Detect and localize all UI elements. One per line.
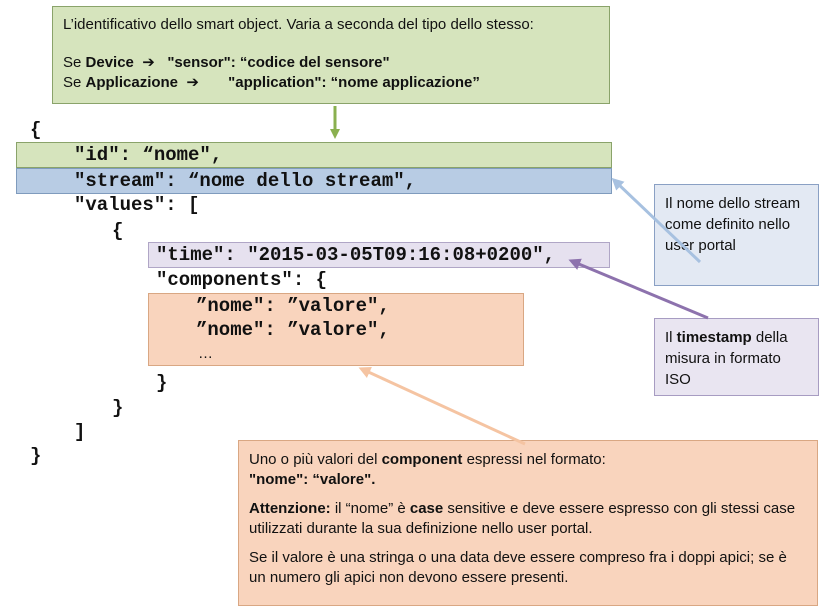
arrow-right-icon: ➔ xyxy=(182,74,229,91)
code-array-close: ] xyxy=(74,421,86,443)
timestamp-callout-bold: timestamp xyxy=(676,329,752,346)
stream-arrow xyxy=(611,177,702,264)
timestamp-callout-suffix: della misura in formato ISO xyxy=(665,329,788,388)
code-ellipsis: … xyxy=(198,345,213,362)
p1-format: "nome": “valore". xyxy=(249,471,376,488)
id-callout-intro: L’identificativo dello smart object. Var… xyxy=(63,16,534,33)
components-arrow xyxy=(358,367,526,446)
p2-attention: Attenzione: xyxy=(249,500,331,517)
id-callout-device-line: Se Device ➔ "sensor": “codice del sensor… xyxy=(63,53,599,73)
code-values-line: "values": [ xyxy=(74,194,200,216)
stream-callout: Il nome dello stream come definito nello… xyxy=(654,184,819,286)
app-value: "application": “nome applicazione” xyxy=(228,74,480,91)
code-inner-close: } xyxy=(112,397,124,419)
components-callout-p1: Uno o più valori del component espressi … xyxy=(249,450,807,490)
stream-callout-text: Il nome dello stream come definito nello… xyxy=(665,195,801,254)
timestamp-arrow xyxy=(568,258,709,320)
p2-case: case xyxy=(409,500,444,517)
components-highlight xyxy=(148,293,524,366)
p2-rest: sensitive e deve essere espresso con gli… xyxy=(249,500,796,537)
components-callout-p2: Attenzione: il “nome” è case sensitive e… xyxy=(249,499,807,539)
id-callout-app-line: Se Applicazione ➔ "application": “nome a… xyxy=(63,73,599,93)
app-label: Applicazione xyxy=(85,74,179,91)
app-prefix: Se xyxy=(63,74,86,91)
code-inner-open: { xyxy=(112,220,124,242)
time-highlight xyxy=(148,242,610,268)
p1-suffix: espressi nel formato: xyxy=(462,451,606,468)
components-callout: Uno o più valori del component espressi … xyxy=(238,440,818,606)
device-label: Device xyxy=(85,54,134,71)
p2-mid: il “nome” è xyxy=(330,500,410,517)
p1-prefix: Uno o più valori del xyxy=(249,451,382,468)
arrow-right-icon: ➔ xyxy=(138,54,168,71)
id-highlight xyxy=(16,142,612,168)
code-stream-line: "stream": “nome dello stream", xyxy=(74,170,417,192)
code-close-brace: } xyxy=(30,445,42,467)
device-prefix: Se xyxy=(63,54,86,71)
code-id-line: "id": “nome", xyxy=(74,144,223,166)
timestamp-callout-prefix: Il xyxy=(665,329,677,346)
code-time-line: "time": "2015-03-05T09:16:08+0200", xyxy=(156,244,556,266)
id-callout: L’identificativo dello smart object. Var… xyxy=(52,6,610,104)
p1-bold: component xyxy=(381,451,463,468)
code-component-2: ”nome": ”valore", xyxy=(196,319,390,341)
code-components-close: } xyxy=(156,372,168,394)
code-components-line: "components": { xyxy=(156,269,328,291)
timestamp-callout: Il timestamp della misura in formato ISO xyxy=(654,318,819,396)
stream-highlight xyxy=(16,168,612,194)
device-value: "sensor": “codice del sensore" xyxy=(167,54,390,71)
code-open-brace: { xyxy=(30,119,42,141)
components-callout-p3: Se il valore è una stringa o una data de… xyxy=(249,549,787,586)
code-component-1: ”nome": ”valore", xyxy=(196,295,390,317)
